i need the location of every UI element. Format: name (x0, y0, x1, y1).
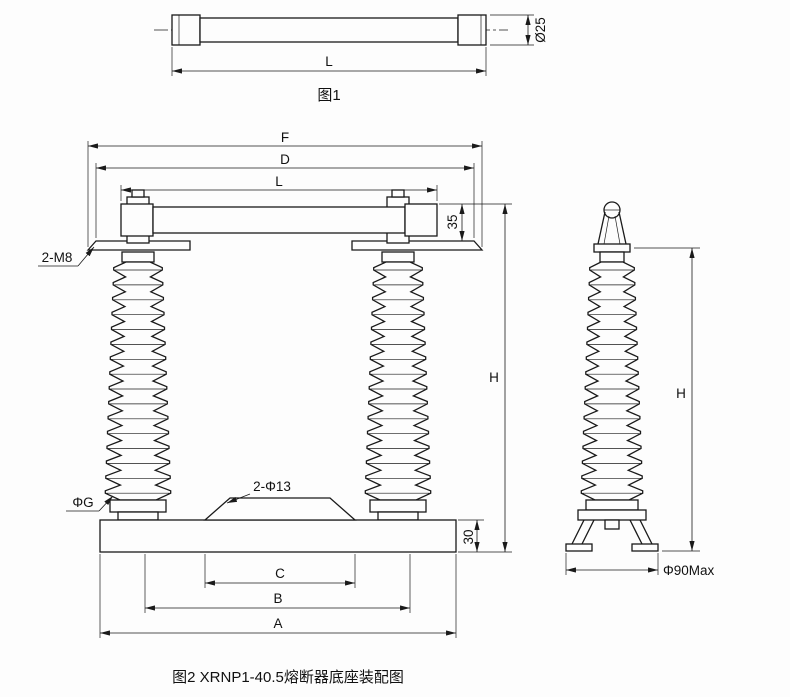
insulator-outline (104, 261, 172, 501)
insulator-outline (364, 261, 432, 501)
figure2-caption: 图2 XRNP1-40.5熔断器底座装配图 (172, 669, 404, 686)
side-flange (585, 499, 639, 511)
clip-bolt-left (131, 189, 145, 198)
clip-base (593, 243, 631, 253)
insulator-right (364, 261, 432, 501)
clip-arm-inner (603, 215, 610, 245)
insulator-outline (580, 261, 644, 501)
dim-label-l2: L (275, 174, 283, 189)
bracket-leg (571, 519, 585, 545)
dim-label-b: B (273, 591, 282, 606)
label-phi-g: ΦG (72, 495, 93, 510)
figure1-fuse-tube: Ø25 L 图1 (154, 14, 548, 104)
bracket-foot-right (631, 543, 659, 552)
label-phi90: Φ90Max (663, 563, 715, 578)
dim-label-h-side: H (676, 386, 686, 401)
figure1-caption: 图1 (317, 87, 340, 104)
dim-label-h: H (489, 370, 499, 385)
dim-label-d: D (280, 152, 290, 167)
bracket-leg (639, 519, 653, 545)
label-2m8: 2-M8 (42, 250, 73, 265)
tube-cap-right (404, 203, 438, 237)
dim-label-a: A (273, 616, 282, 631)
insulator-step-left (117, 511, 159, 521)
insulator-flange-right (369, 499, 427, 513)
bracket-foot-left (565, 543, 593, 552)
bracket-bolt (604, 519, 620, 530)
leader-line (226, 493, 251, 504)
insulator-left (104, 261, 172, 501)
tube-body (152, 206, 406, 234)
figure2-side-view: H Φ90Max (565, 201, 715, 578)
dim-label-30: 30 (461, 529, 476, 544)
label-2phi13: 2-Φ13 (253, 479, 291, 494)
bracket-leg (581, 519, 595, 545)
clip-arm-right (618, 211, 627, 245)
dim-label-l: L (325, 54, 333, 69)
bracket-leg (629, 519, 643, 545)
bracket-plate (577, 509, 647, 521)
fuse-cap-left (171, 14, 201, 46)
insulator-top-cap-right (381, 251, 415, 263)
mounting-plate-right (351, 240, 484, 251)
mounting-plate-left (86, 240, 191, 251)
clip-arm-left (597, 211, 606, 245)
fuse-cap-right (457, 14, 487, 46)
base-plate (99, 519, 457, 553)
leader-line (77, 246, 95, 267)
side-top-cap (599, 251, 625, 263)
fuse-body (199, 17, 459, 43)
insulator-top-cap-left (121, 251, 155, 263)
clip-arm-inner (614, 215, 621, 245)
base-boss (203, 497, 357, 521)
dim-label-f: F (281, 130, 289, 145)
tube-cap-left (120, 203, 154, 237)
dim-label-c: C (275, 566, 285, 581)
figure2-front-view: F D L 35 H 30 C B A 2-M8 (38, 130, 512, 638)
dim-label-diameter: Ø25 (533, 17, 548, 43)
leader-line (98, 495, 114, 512)
insulator-flange-left (109, 499, 167, 513)
insulator-step-right (377, 511, 419, 521)
clip-bolt-right (391, 189, 405, 198)
dim-label-35: 35 (445, 214, 460, 229)
insulator-side (580, 261, 644, 501)
